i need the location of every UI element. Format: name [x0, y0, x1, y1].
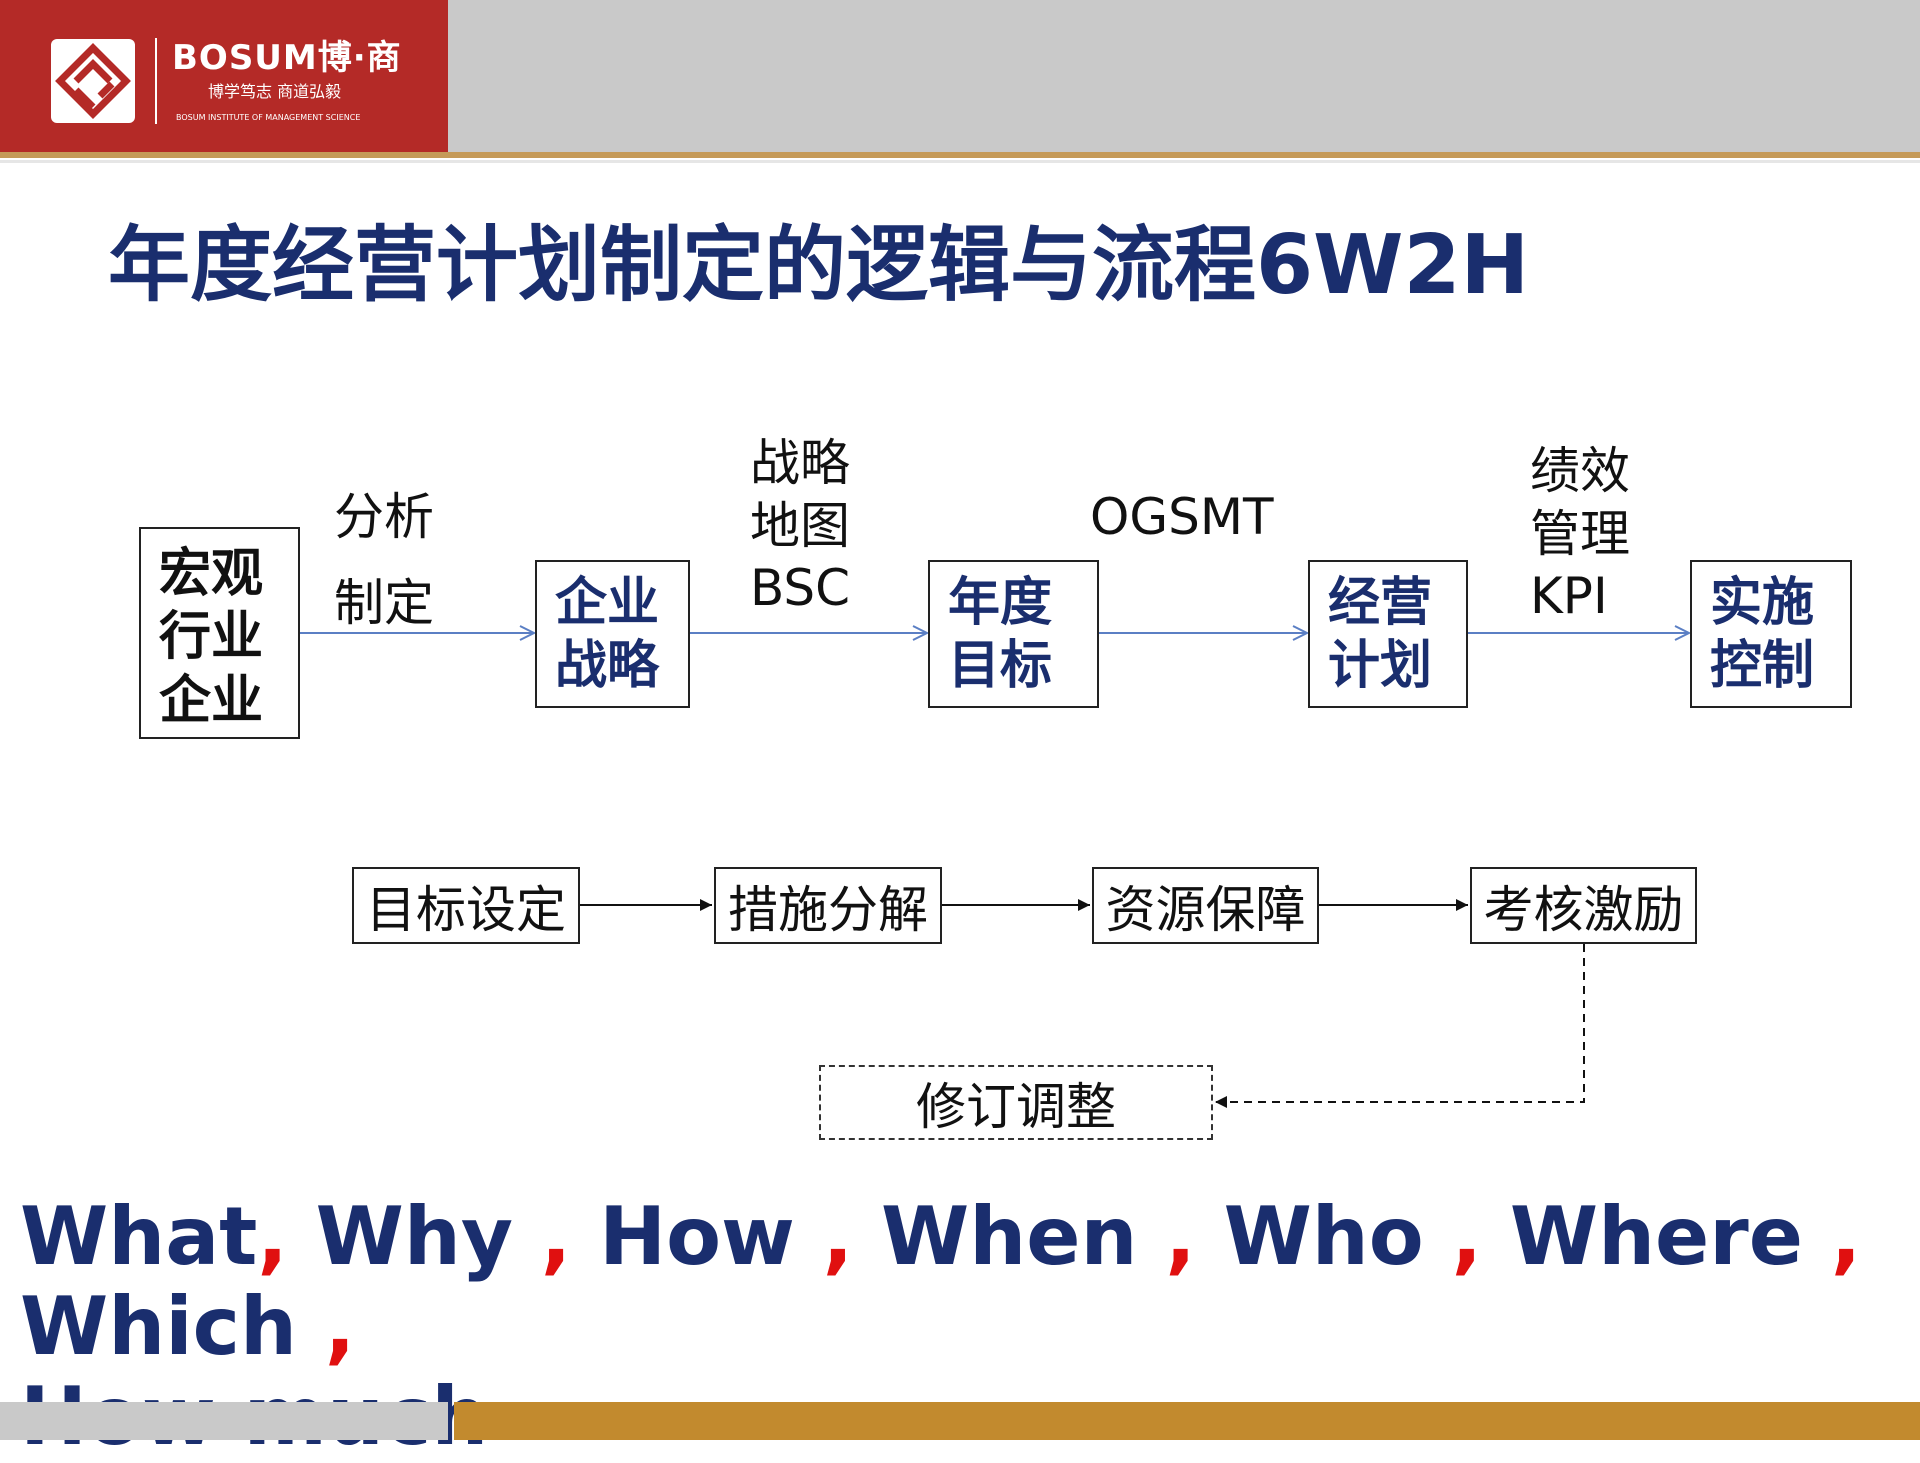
word-why: Why: [315, 1190, 541, 1283]
brand-english-name: BOSUM INSTITUTE OF MANAGEMENT SCIENCE: [176, 113, 361, 122]
brand-name: BOSUM博·商: [172, 38, 402, 78]
step-assessment-incentive: 考核激励: [1470, 867, 1697, 944]
separator: ,: [1451, 1190, 1510, 1283]
step-measure-breakdown: 措施分解: [714, 867, 942, 944]
word-how: How: [599, 1190, 823, 1283]
word-which: Which: [20, 1280, 325, 1373]
footer-gold-bar: [454, 1402, 1920, 1440]
label-strategy-map-bsc: 战略 地图 BSC: [750, 434, 851, 617]
label-ogsmt: OGSMT: [1090, 488, 1274, 546]
header-grey-line: [0, 160, 1920, 163]
step-resource-guarantee: 资源保障: [1092, 867, 1319, 944]
word-who: Who: [1223, 1190, 1452, 1283]
step-goal-setting: 目标设定: [352, 867, 580, 944]
box-macro-industry-enterprise: 宏观 行业 企业: [139, 527, 300, 739]
box-annual-target: 年度 目标: [928, 560, 1099, 708]
separator: ,: [1165, 1190, 1224, 1283]
footer-grey-bar: [0, 1402, 448, 1440]
separator: ,: [324, 1280, 356, 1373]
step-revise-adjust: 修订调整: [819, 1065, 1213, 1140]
bosum-logo-icon: [51, 39, 135, 123]
separator: ,: [822, 1190, 882, 1283]
logo-block: BOSUM博·商 博学笃志 商道弘毅 BOSUM INSTITUTE OF MA…: [0, 0, 448, 152]
header-gold-line: [0, 152, 1920, 158]
label-performance-kpi: 绩效 管理 KPI: [1530, 442, 1630, 625]
slide-title: 年度经营计划制定的逻辑与流程6W2H: [108, 218, 1530, 313]
box-operating-plan: 经营 计划: [1308, 560, 1468, 708]
feedback-arrow: [1215, 944, 1585, 1108]
label-analysis-formulate: 分析 制定: [334, 488, 434, 632]
separator: ,: [1830, 1190, 1862, 1283]
word-when: When: [881, 1190, 1166, 1283]
separator: ,: [257, 1190, 316, 1283]
separator: ,: [540, 1190, 600, 1283]
word-where: Where: [1509, 1190, 1831, 1283]
logo-divider: [155, 38, 157, 124]
brand-motto: 博学笃志 商道弘毅: [208, 82, 342, 101]
word-what: What: [20, 1190, 258, 1283]
box-implementation-control: 实施 控制: [1690, 560, 1852, 708]
box-enterprise-strategy: 企业 战略: [535, 560, 690, 708]
